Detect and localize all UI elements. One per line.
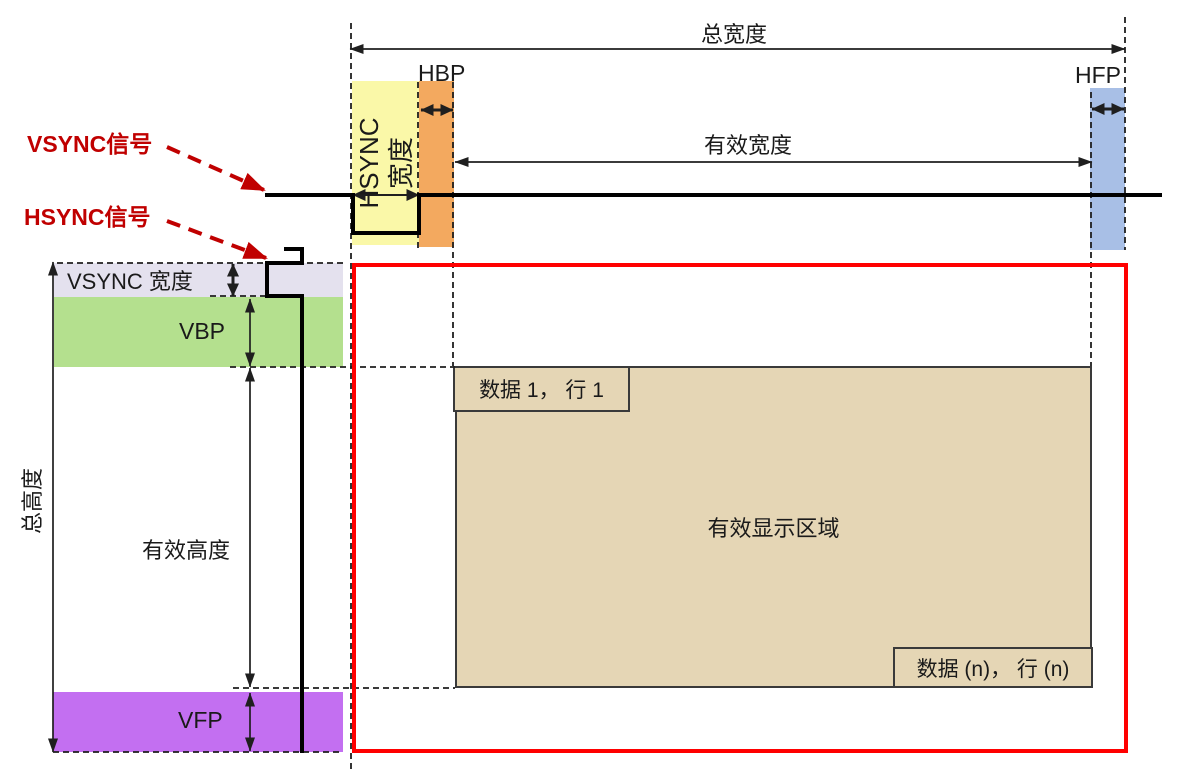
- vbp-label: VBP: [179, 318, 226, 344]
- vsync-label-arrow: [166, 145, 266, 192]
- active-area-label: 有效显示区域: [707, 516, 840, 541]
- hfp-label: HFP: [1075, 62, 1121, 88]
- last-line-data-label: 数据 (n)， 行 (n): [916, 657, 1070, 681]
- vsync-width-label: VSYNC 宽度: [67, 269, 193, 294]
- frame-highlight-rect: [352, 263, 1128, 753]
- hsync-width-label-line2: 宽度: [386, 137, 416, 190]
- vfp-label: VFP: [178, 707, 223, 733]
- total-width-label: 总宽度: [701, 22, 768, 47]
- hsync-width-label-line1: HSYNC: [353, 117, 384, 209]
- hsync-signal-waveform: [265, 193, 1162, 235]
- hsync-signal-label: HSYNC信号: [24, 204, 151, 230]
- total-height-label: 总高度: [18, 458, 45, 544]
- active-display-area: [455, 366, 1092, 688]
- active-height-label: 有效高度: [142, 538, 231, 563]
- first-line-data-box: 数据 1， 行 1: [453, 366, 630, 412]
- hbp-label: HBP: [418, 60, 466, 86]
- vbp-band: [54, 297, 343, 367]
- hsync-width-label: HSYNC 宽度: [350, 83, 420, 243]
- hsync-width-band: [352, 81, 419, 245]
- hsync-label-arrow: [166, 219, 268, 260]
- hfp-band: [1090, 88, 1125, 250]
- total-height-label-text: 总高度: [20, 468, 45, 535]
- vsync-signal-label: VSYNC信号: [27, 131, 153, 157]
- vfp-band: [53, 692, 343, 752]
- vsync-width-band: [54, 263, 343, 297]
- first-line-data-label: 数据 1， 行 1: [479, 379, 604, 402]
- active-width-label: 有效宽度: [704, 133, 793, 158]
- vsync-signal-waveform: [265, 247, 304, 753]
- last-line-data-box: 数据 (n)， 行 (n): [893, 647, 1093, 688]
